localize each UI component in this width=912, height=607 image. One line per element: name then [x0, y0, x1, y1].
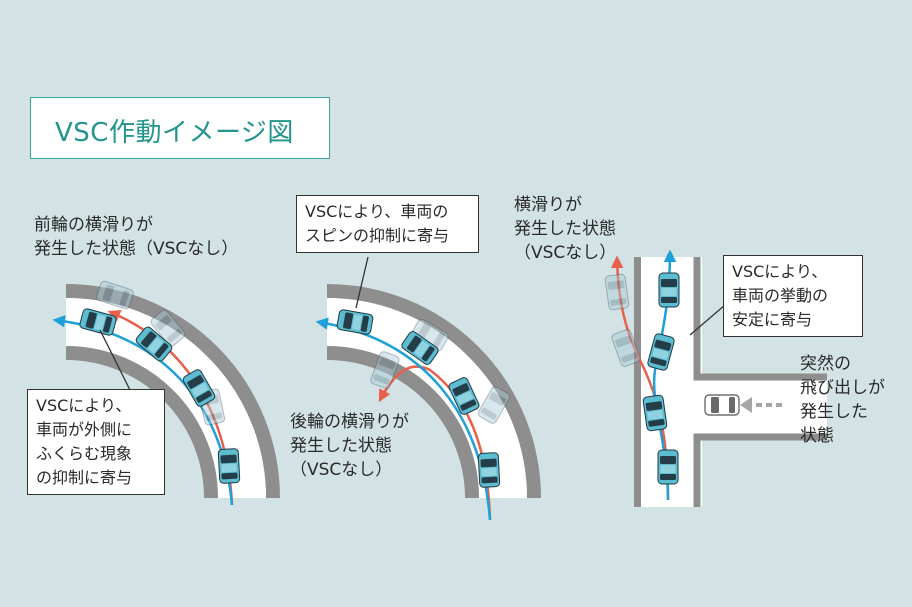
- left-skid-line-1: 前輪の横滑りが: [34, 215, 153, 235]
- left-skid-label: 前輪の横滑りが 発生した状態（VSCなし）: [34, 213, 238, 261]
- middle-skid-line-2: 発生した状態: [290, 436, 392, 456]
- right-skid-line-3: （VSCなし）: [514, 243, 617, 263]
- middle-callout: VSCにより、車両の スピンの抑制に寄与: [296, 195, 479, 253]
- right-skid-line-2: 発生した状態: [514, 219, 616, 239]
- right-callout-line-1: VSCにより、: [732, 262, 828, 281]
- diagram-title: VSC作動イメージ図: [55, 118, 294, 148]
- middle-callout-line-2: スピンの抑制に寄与: [305, 226, 450, 245]
- right-callout-line-3: 安定に寄与: [732, 310, 813, 329]
- title-box: VSC作動イメージ図: [30, 97, 330, 159]
- left-callout-line-2: 車両が外側に: [36, 420, 133, 439]
- left-callout-line-4: の抑制に寄与: [36, 468, 133, 487]
- left-callout-line-1: VSCにより、: [36, 396, 132, 415]
- callout-leaders: [99, 256, 726, 391]
- right-skid-line-1: 横滑りが: [514, 195, 582, 215]
- event-label: 突然の 飛び出しが 発生した 状態: [800, 352, 885, 448]
- right-callout-line-2: 車両の挙動の: [732, 286, 829, 305]
- left-callout-line-3: ふくらむ現象: [36, 444, 133, 463]
- event-line-3: 発生した: [800, 402, 868, 422]
- event-line-2: 飛び出しが: [800, 378, 885, 398]
- left-callout: VSCにより、 車両が外側に ふくらむ現象 の抑制に寄与: [27, 389, 165, 495]
- right-callout: VSCにより、 車両の挙動の 安定に寄与: [723, 255, 863, 337]
- event-line-1: 突然の: [800, 354, 851, 374]
- event-line-4: 状態: [800, 426, 834, 446]
- middle-skid-label: 後輪の横滑りが 発生した状態 （VSCなし）: [290, 410, 409, 482]
- middle-skid-line-3: （VSCなし）: [290, 460, 393, 480]
- middle-skid-line-1: 後輪の横滑りが: [290, 412, 409, 432]
- right-skid-label: 横滑りが 発生した状態 （VSCなし）: [514, 193, 616, 265]
- left-skid-line-2: 発生した状態（VSCなし）: [34, 239, 239, 259]
- middle-callout-line-1: VSCにより、車両の: [305, 202, 449, 221]
- cars-right: [604, 272, 740, 485]
